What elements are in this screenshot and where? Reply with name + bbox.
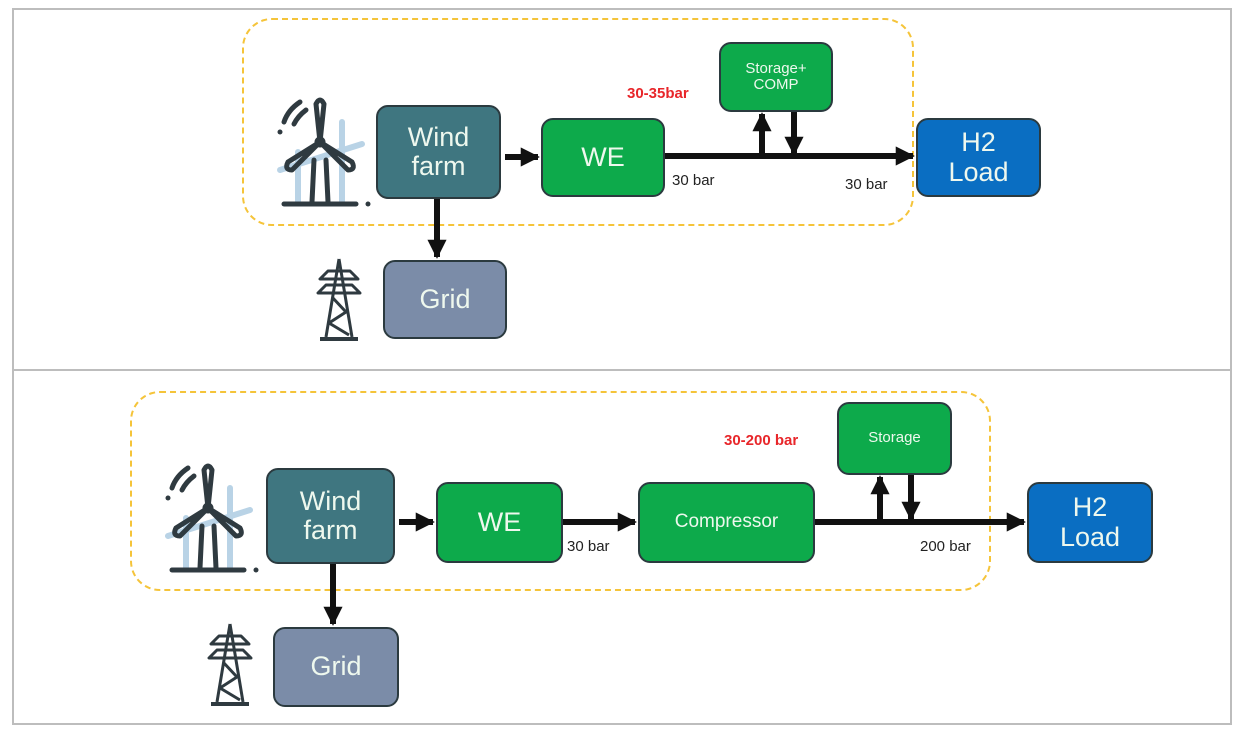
top-h2-load-box: H2 Load bbox=[916, 118, 1041, 197]
transmission-tower-icon bbox=[316, 258, 362, 341]
bottom-h2-load-label: H2 Load bbox=[1059, 492, 1121, 552]
bottom-wind-farm-label: Wind farm bbox=[299, 485, 362, 545]
bottom-we-label: WE bbox=[477, 506, 522, 537]
top-we-outlet-pressure: 30 bar bbox=[672, 172, 715, 189]
top-wind-farm-label: Wind farm bbox=[407, 121, 470, 181]
top-load-inlet-pressure: 30 bar bbox=[845, 176, 888, 193]
top-grid-box: Grid bbox=[383, 260, 507, 339]
top-we-box: WE bbox=[541, 118, 665, 197]
top-grid-label: Grid bbox=[419, 283, 471, 314]
top-pressure-range-label: 30-35bar bbox=[627, 85, 689, 102]
figure-frame bbox=[12, 8, 1232, 725]
top-storage-comp-box: Storage+ COMP bbox=[719, 42, 833, 112]
bottom-we-box: WE bbox=[436, 482, 563, 563]
top-storage-label: Storage+ COMP bbox=[745, 59, 807, 93]
top-h2-load-label: H2 Load bbox=[948, 127, 1009, 187]
bottom-wind-farm-box: Wind farm bbox=[266, 468, 395, 564]
bottom-storage-box: Storage bbox=[837, 402, 952, 475]
transmission-tower-icon bbox=[207, 623, 253, 706]
bottom-system-boundary bbox=[130, 391, 991, 591]
bottom-compressor-box: Compressor bbox=[638, 482, 815, 563]
bottom-h2-load-box: H2 Load bbox=[1027, 482, 1153, 563]
bottom-load-inlet-pressure: 200 bar bbox=[920, 538, 971, 555]
bottom-we-outlet-pressure: 30 bar bbox=[567, 538, 610, 555]
top-we-label: WE bbox=[581, 141, 625, 172]
top-system-boundary bbox=[242, 18, 914, 226]
bottom-grid-box: Grid bbox=[273, 627, 399, 707]
bottom-storage-label: Storage bbox=[868, 429, 921, 447]
bottom-compressor-label: Compressor bbox=[674, 511, 779, 533]
panel-divider bbox=[12, 369, 1230, 371]
bottom-pressure-range-label: 30-200 bar bbox=[724, 432, 799, 449]
wind-turbine-icon bbox=[277, 97, 371, 207]
bottom-grid-label: Grid bbox=[310, 651, 362, 682]
wind-turbine-icon bbox=[165, 463, 259, 573]
top-wind-farm-box: Wind farm bbox=[376, 105, 501, 199]
